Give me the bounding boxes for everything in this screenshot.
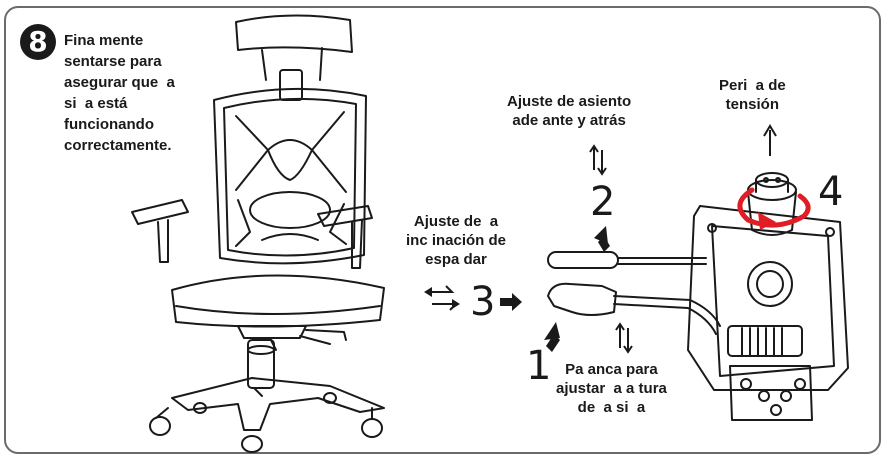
callout-3-label: Ajuste de a inc inación de espa dar (406, 213, 507, 268)
step-number-badge: 8 (20, 24, 56, 60)
up-down-arrow-icon (589, 144, 607, 176)
right-arrow-icon (500, 293, 522, 311)
rotate-arrow-icon (737, 187, 811, 230)
step-instruction: Fina mente sentarse para asegurar que a … (64, 32, 175, 154)
up-arrow-icon (763, 124, 777, 156)
callout-4-label: Peri a de tensión (719, 77, 786, 113)
panel-frame (4, 6, 881, 454)
up-down-arrow-icon (615, 322, 633, 354)
up-arrow-icon (594, 226, 610, 252)
callout-2-number: 2 (590, 179, 616, 225)
office-chair-drawing (131, 14, 385, 453)
callout-2-label: Ajuste de asiento ade ante y atrás (507, 93, 632, 129)
up-arrow-icon (544, 322, 560, 352)
callout-4-number: 4 (818, 169, 844, 215)
callout-3-number: 3 (470, 279, 496, 325)
tilt-mechanism-drawing (547, 172, 849, 421)
callout-1-label: Pa anca para ajustar a a tura de a si a (556, 361, 667, 416)
left-right-arrow-icon (424, 285, 460, 311)
callout-1-number: 1 (526, 343, 552, 389)
